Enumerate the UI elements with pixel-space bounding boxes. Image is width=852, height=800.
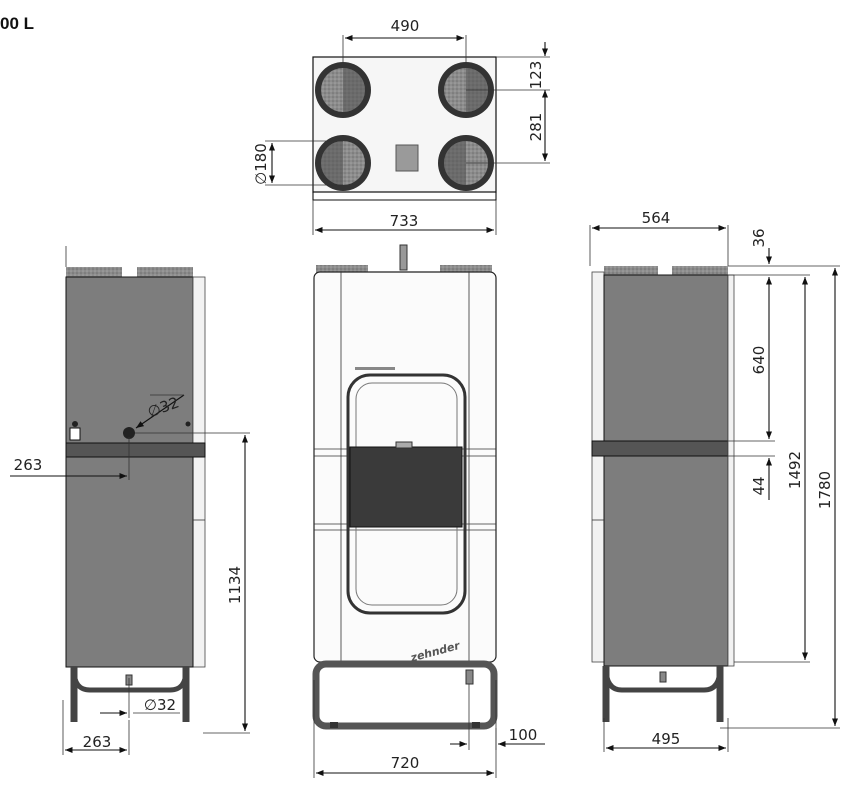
duct-bottom-left	[315, 135, 371, 191]
dim-left-1134: 1134	[226, 566, 244, 604]
left-duct-stub-1	[66, 267, 122, 277]
dim-right-564: 564	[642, 209, 671, 227]
dim-top-diameter-180: ∅180	[252, 143, 270, 185]
front-base-frame	[312, 660, 498, 730]
front-door-frame	[346, 373, 467, 615]
page-title: 00 L	[0, 14, 35, 33]
dim-top-490: 490	[391, 17, 420, 35]
duct-top-left	[315, 62, 371, 118]
right-middle-band	[591, 440, 729, 457]
dim-left-263-upper: 263	[14, 456, 43, 474]
left-middle-band	[65, 442, 206, 458]
left-duct-stub-2	[137, 267, 193, 277]
right-upper-panel	[603, 274, 729, 442]
dim-right-495: 495	[652, 730, 681, 748]
front-view: zehnder 720 100	[312, 244, 545, 778]
dim-top-281: 281	[527, 113, 545, 142]
right-view: 564 495 36 640 44 1492 1780	[589, 209, 840, 752]
dim-front-720: 720	[391, 754, 420, 772]
left-lower-panel	[65, 456, 194, 668]
dim-left-diameter-32-lower: ∅32	[144, 696, 176, 714]
dim-left-263-lower: 263	[83, 733, 112, 751]
right-lower-panel	[603, 455, 729, 667]
dim-right-36: 36	[750, 228, 768, 247]
dim-right-1780: 1780	[816, 471, 834, 509]
drain-outlet-icon	[123, 427, 135, 439]
dim-right-44: 44	[750, 476, 768, 495]
left-upper-panel	[65, 276, 194, 444]
top-view-connector	[395, 144, 419, 172]
dim-right-1492: 1492	[786, 451, 804, 489]
left-view: 1134 263 ∅32 ∅32 263	[10, 246, 250, 755]
front-display-panel	[349, 446, 463, 528]
dim-front-100: 100	[509, 726, 538, 744]
dim-top-123: 123	[527, 61, 545, 90]
dim-right-640: 640	[750, 346, 768, 375]
top-view: 490 733 123 281 ∅180	[252, 17, 550, 235]
dim-top-733: 733	[390, 212, 419, 230]
